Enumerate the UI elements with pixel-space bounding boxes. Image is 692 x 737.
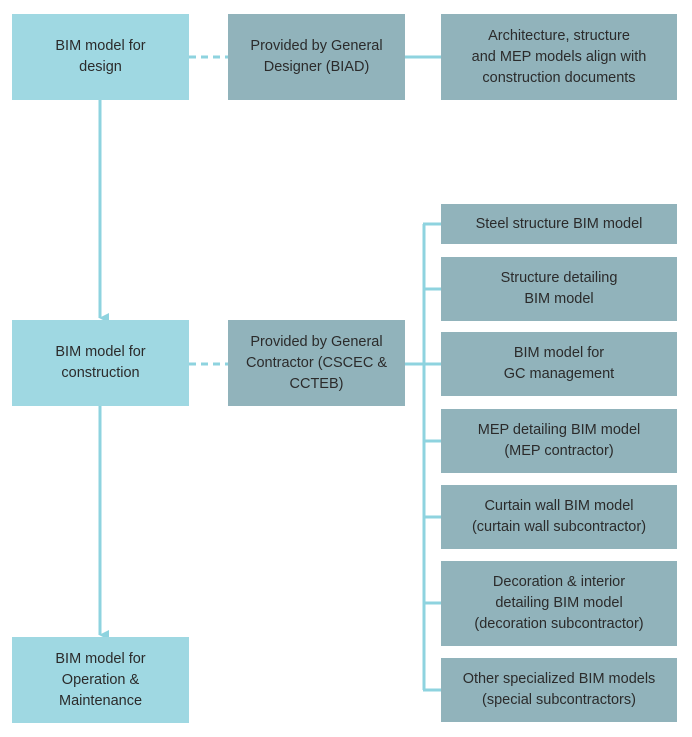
provider-designer-box: Provided by General Designer (BIAD) [228, 14, 405, 100]
model-other-specialized: Other specialized BIM models (special su… [441, 658, 677, 722]
design-description-box: Architecture, structure and MEP models a… [441, 14, 677, 100]
model-gc-management: BIM model for GC management [441, 332, 677, 396]
model-steel-structure: Steel structure BIM model [441, 204, 677, 244]
model-structure-detailing: Structure detailing BIM model [441, 257, 677, 321]
provider-contractor-box: Provided by General Contractor (CSCEC & … [228, 320, 405, 406]
model-mep-detailing: MEP detailing BIM model (MEP contractor) [441, 409, 677, 473]
stage-construction-box: BIM model for construction [12, 320, 189, 406]
model-curtain-wall: Curtain wall BIM model (curtain wall sub… [441, 485, 677, 549]
stage-operation-box: BIM model for Operation & Maintenance [12, 637, 189, 723]
model-decoration-interior: Decoration & interior detailing BIM mode… [441, 561, 677, 646]
stage-design-box: BIM model for design [12, 14, 189, 100]
